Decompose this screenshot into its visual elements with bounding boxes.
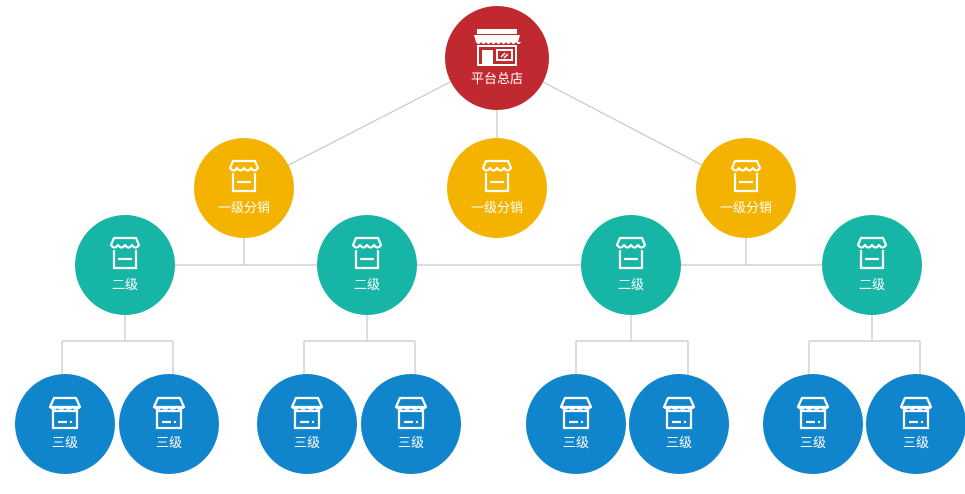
node-level1-label: 一级分销: [719, 201, 772, 216]
shop-awning-icon: [109, 236, 141, 270]
node-level3: 三级: [763, 374, 863, 474]
shop-awning-icon: [615, 236, 647, 270]
node-level2: 二级: [822, 215, 922, 315]
node-level1-label: 一级分销: [470, 201, 523, 216]
shop-awning-icon: [228, 159, 260, 193]
node-level3-label: 三级: [799, 436, 826, 451]
node-level1: 一级分销: [447, 138, 547, 238]
node-level3: 三级: [15, 374, 115, 474]
node-level2-label: 二级: [111, 278, 138, 293]
node-level3: 三级: [119, 374, 219, 474]
shop-box-icon: [394, 396, 428, 430]
node-level2-label: 二级: [858, 278, 885, 293]
shop-awning-icon: [856, 236, 888, 270]
shop-awning-icon: [351, 236, 383, 270]
node-level3-label: 三级: [51, 436, 78, 451]
node-level3-label: 三级: [397, 436, 424, 451]
node-level1: 一级分销: [696, 138, 796, 238]
node-level3-label: 三级: [562, 436, 589, 451]
node-root: 平台总店: [445, 6, 549, 110]
node-level2: 二级: [317, 215, 417, 315]
node-level1: 一级分销: [194, 138, 294, 238]
node-level3: 三级: [257, 374, 357, 474]
node-level3-label: 三级: [293, 436, 320, 451]
node-level2: 二级: [581, 215, 681, 315]
node-level3: 三级: [866, 374, 965, 474]
node-level2-label: 二级: [617, 278, 644, 293]
shop-box-icon: [290, 396, 324, 430]
shop-box-icon: [559, 396, 593, 430]
shop-awning-icon: [481, 159, 513, 193]
node-level2-label: 二级: [353, 278, 380, 293]
shop-box-icon: [796, 396, 830, 430]
shop-awning-icon: [730, 159, 762, 193]
node-level3-label: 三级: [665, 436, 692, 451]
node-level3-label: 三级: [902, 436, 929, 451]
shop-box-icon: [152, 396, 186, 430]
node-root-label: 平台总店: [470, 72, 523, 87]
node-level1-label: 一级分销: [217, 201, 270, 216]
node-level3: 三级: [526, 374, 626, 474]
shop-box-icon: [662, 396, 696, 430]
node-level2: 二级: [75, 215, 175, 315]
node-level3: 三级: [361, 374, 461, 474]
storefront-icon: [474, 29, 521, 66]
node-level3: 三级: [629, 374, 729, 474]
node-level3-label: 三级: [155, 436, 182, 451]
shop-box-icon: [899, 396, 933, 430]
shop-box-icon: [48, 396, 82, 430]
